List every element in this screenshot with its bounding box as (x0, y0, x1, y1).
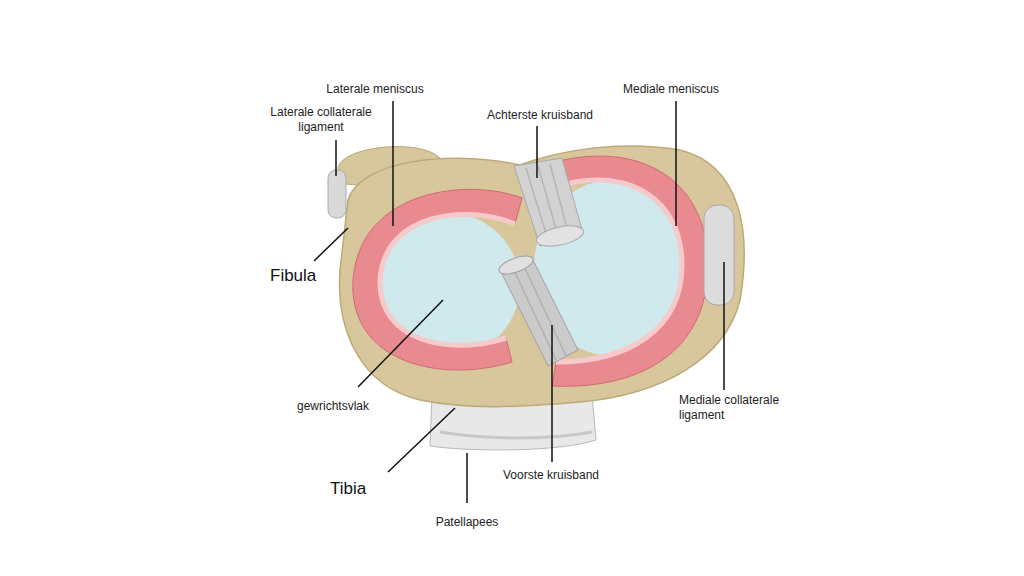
acl-fibres (512, 262, 566, 360)
part-label: Laterale collaterale ligament (262, 105, 380, 135)
part-label: Patellapees (436, 515, 499, 530)
patellar-tendon-edge (440, 432, 592, 438)
part-label: Achterste kruisband (487, 108, 593, 123)
pcl-stump (535, 222, 586, 250)
anterior-cruciate-ligament (500, 258, 578, 366)
part-label: Laterale meniscus (326, 82, 423, 97)
lateral-meniscus (353, 189, 522, 370)
part-label: Fibula (270, 266, 316, 286)
leader-lines (314, 101, 724, 503)
part-label: gewrichtsvlak (297, 399, 369, 414)
medial-collateral-ligament (704, 205, 734, 305)
lateral-meniscus-inner (380, 214, 515, 345)
acl-stump (497, 252, 536, 277)
lateral-collateral-ligament (328, 170, 346, 218)
part-label: Voorste kruisband (503, 468, 599, 483)
tibial-plateau (340, 146, 745, 407)
part-label: Tibia (330, 479, 366, 499)
part-label: Mediale meniscus (623, 82, 719, 97)
part-label: Mediale collaterale ligament (679, 393, 795, 423)
